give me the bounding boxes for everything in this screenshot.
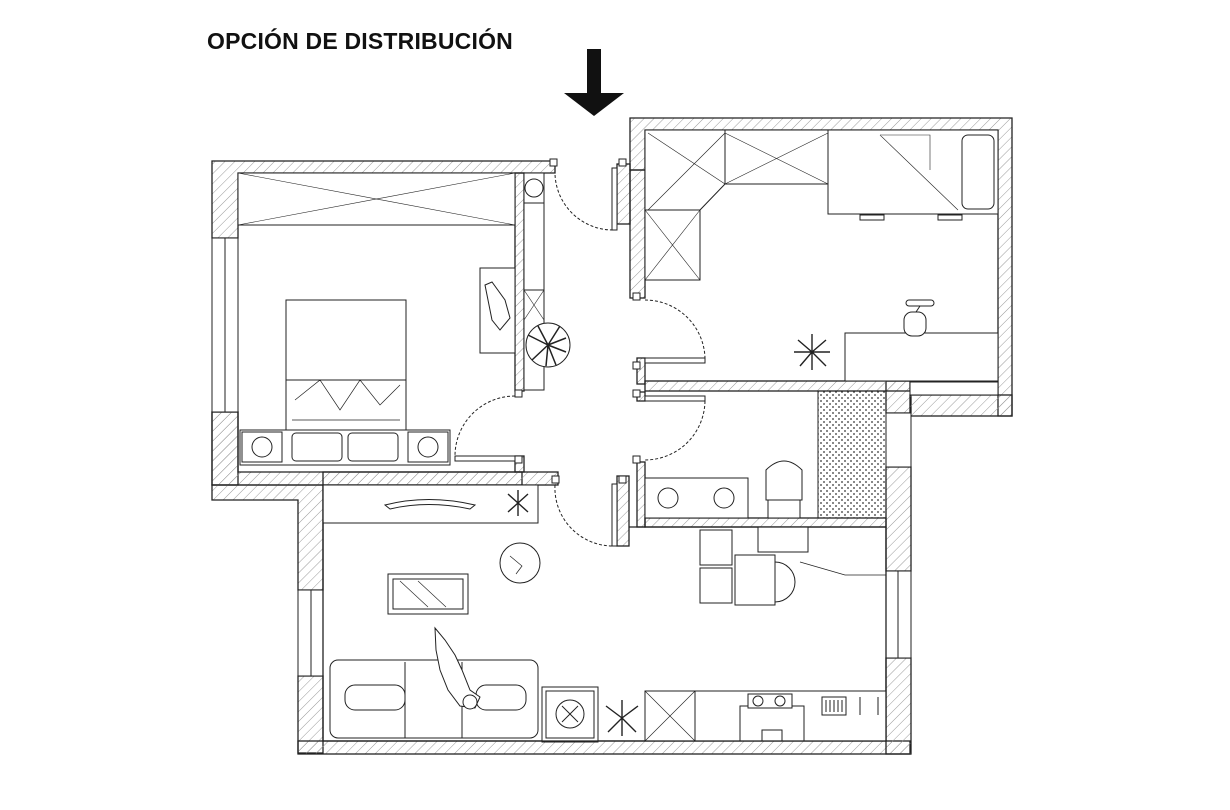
bar-stool-icon — [699, 529, 733, 604]
living-furniture — [322, 484, 639, 743]
entrance-door-swing — [554, 169, 613, 231]
double-bed-icon — [285, 299, 407, 431]
plant-icon — [605, 700, 639, 736]
wall-corridor-left-lower — [616, 475, 630, 547]
bath-door-leaf — [644, 395, 706, 402]
bedroom2-door-leaf — [644, 357, 706, 364]
wall-bedroom2-left — [629, 169, 646, 299]
living-door-leaf — [611, 483, 618, 547]
tv-icon — [383, 499, 477, 510]
wall-bedroom2-left-lower — [636, 357, 646, 385]
plan-title: OPCIÓN DE DISTRIBUCIÓN — [207, 28, 513, 54]
sofa-icon — [329, 659, 539, 739]
bedroom1-furniture — [237, 172, 571, 466]
window-bedroom2 — [909, 381, 999, 396]
wall-living-top-right — [322, 471, 559, 486]
washing-machine-icon — [541, 686, 599, 743]
doors — [454, 158, 706, 547]
bathroom-fixtures — [644, 390, 887, 519]
bath-door-swing — [644, 400, 706, 461]
living-door-swing — [554, 484, 613, 547]
hob-icon — [739, 693, 805, 742]
desk-lamp-icon — [484, 281, 511, 331]
wall-right-lower — [885, 657, 912, 755]
toilet-icon — [765, 460, 803, 519]
bedroom2-furniture — [644, 129, 999, 382]
bedroom2-door-swing — [644, 299, 706, 359]
wall-bath-bottom — [644, 517, 887, 528]
wall-living-top — [211, 484, 324, 591]
wall-bedroom2-bottom — [909, 394, 1013, 417]
window-bath — [885, 412, 912, 468]
wall-right-mid — [885, 466, 912, 572]
bedroom1-door-leaf — [454, 455, 516, 462]
kitchen-shelf — [757, 526, 809, 553]
study-desk — [844, 332, 999, 382]
entrance-arrow-icon — [564, 49, 624, 116]
plant-icon — [794, 334, 830, 370]
desk-chair-icon — [903, 299, 935, 337]
windows — [211, 237, 999, 677]
wall-bottom — [297, 740, 911, 755]
coffee-table-icon — [387, 573, 469, 615]
wall-bath-left-lower — [636, 461, 646, 528]
room-outlines — [322, 485, 887, 742]
washbasin-icon — [644, 477, 749, 519]
bedroom1-door-swing — [454, 395, 516, 457]
kitchen-furniture — [644, 526, 887, 742]
shower-tray-icon — [817, 390, 887, 519]
wall-bedroom-right — [514, 172, 525, 392]
round-table-icon — [499, 542, 541, 584]
wall-corridor-left — [616, 163, 631, 225]
wall-bath-top — [644, 380, 911, 392]
plant-icon — [525, 322, 571, 368]
entrance-door-leaf — [611, 167, 618, 231]
single-bed-icon — [827, 129, 999, 221]
sink-drainer — [821, 696, 879, 716]
plant-icon — [507, 490, 529, 516]
breakfast-bar — [734, 554, 776, 606]
cabinet-door — [774, 561, 796, 603]
person-icon — [434, 626, 481, 710]
